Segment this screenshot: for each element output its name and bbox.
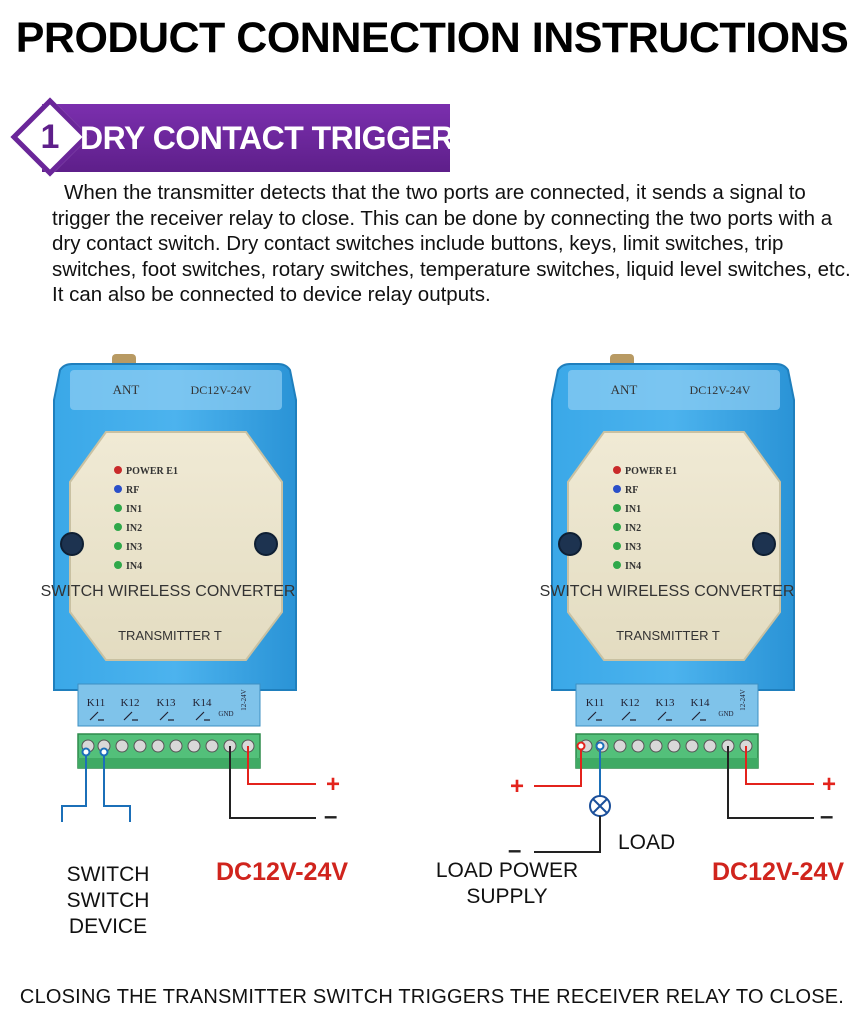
led-in1 bbox=[114, 504, 122, 512]
power-negative-wire bbox=[727, 746, 814, 819]
indicator-label: IN3 bbox=[126, 542, 142, 553]
screw-icon bbox=[254, 532, 278, 556]
connection-diagram: ANT DC12V-24V POWER E1 RF IN1 IN2 IN3 IN… bbox=[41, 354, 836, 864]
indicator-label: IN4 bbox=[126, 561, 142, 572]
power-positive-wire bbox=[745, 746, 814, 785]
indicator-label: IN4 bbox=[625, 561, 641, 572]
voltage-label-right: DC12V-24V bbox=[712, 858, 845, 886]
switch-wires bbox=[61, 752, 131, 822]
footer-note: CLOSING THE TRANSMITTER SWITCH TRIGGERS … bbox=[19, 986, 845, 1008]
load-icon-cross bbox=[592, 798, 608, 814]
minus-sign: – bbox=[324, 803, 337, 830]
load-positive-wire bbox=[534, 746, 582, 787]
minus-sign: – bbox=[820, 803, 833, 830]
terminal-label-strip bbox=[575, 683, 759, 727]
led-power bbox=[114, 466, 122, 474]
led-in4 bbox=[613, 561, 621, 569]
indicator-label: IN1 bbox=[625, 504, 641, 515]
terminal-label-strip bbox=[77, 683, 261, 727]
terminal-label: K13 bbox=[656, 697, 675, 709]
indicator-label: POWER E1 bbox=[625, 466, 677, 477]
terminal-label: 12-24V bbox=[240, 689, 248, 710]
plus-sign: + bbox=[822, 771, 836, 798]
load-power-supply-label: LOAD POWER SUPPLY bbox=[424, 858, 590, 910]
terminal-label: K11 bbox=[586, 697, 605, 709]
model-label: SWITCH WIRELESS CONVERTER bbox=[41, 583, 296, 600]
terminal-label: K14 bbox=[193, 697, 212, 709]
indicator-label: IN2 bbox=[126, 523, 142, 534]
device-type-label: TRANSMITTER T bbox=[118, 628, 222, 643]
led-in4 bbox=[114, 561, 122, 569]
section-title: DRY CONTACT TRIGGER bbox=[80, 120, 454, 156]
terminal-label: GND bbox=[718, 710, 733, 718]
power-negative-wire bbox=[229, 746, 316, 819]
led-in3 bbox=[613, 542, 621, 550]
indicator-label: IN2 bbox=[625, 523, 641, 534]
terminal-label: GND bbox=[218, 710, 233, 718]
ant-label: ANT bbox=[611, 382, 638, 397]
power-input-label: DC12V-24V bbox=[690, 383, 751, 397]
voltage-label-left: DC12V-24V bbox=[216, 858, 349, 886]
ant-label: ANT bbox=[113, 382, 140, 397]
screw-icon bbox=[558, 532, 582, 556]
led-rf bbox=[613, 485, 621, 493]
indicator-label: RF bbox=[625, 485, 638, 496]
device-type-label: TRANSMITTER T bbox=[616, 628, 720, 643]
terminal-label: K13 bbox=[157, 697, 176, 709]
led-in2 bbox=[114, 523, 122, 531]
supply-label-line2: SUPPLY bbox=[466, 885, 548, 908]
section-number: 1 bbox=[40, 118, 60, 156]
transmitter-device-right: ANT DC12V-24V POWER E1 RF IN1 IN2 IN3 IN… bbox=[540, 354, 795, 769]
load-label: LOAD bbox=[618, 831, 676, 854]
led-in1 bbox=[613, 504, 621, 512]
front-panel bbox=[69, 431, 283, 661]
led-power bbox=[613, 466, 621, 474]
terminal-label: K14 bbox=[691, 697, 710, 709]
power-positive-wire bbox=[247, 746, 316, 785]
power-input-label: DC12V-24V bbox=[191, 383, 252, 397]
indicator-label: POWER E1 bbox=[126, 466, 178, 477]
switch-label-line2: SWITCH DEVICE bbox=[66, 889, 150, 938]
screw-icon bbox=[752, 532, 776, 556]
switch-device-label: SWITCH SWITCH DEVICE bbox=[28, 862, 188, 940]
model-label: SWITCH WIRELESS CONVERTER bbox=[540, 583, 795, 600]
indicator-label: IN1 bbox=[126, 504, 142, 515]
plus-sign: + bbox=[326, 771, 340, 798]
minus-sign: – bbox=[508, 837, 521, 864]
terminal-label: K12 bbox=[621, 697, 640, 709]
supply-label-line1: LOAD POWER bbox=[435, 859, 579, 882]
led-in3 bbox=[114, 542, 122, 550]
page-title: PRODUCT CONNECTION INSTRUCTIONS bbox=[15, 14, 849, 62]
terminal-label: K11 bbox=[87, 697, 106, 709]
indicator-label: RF bbox=[126, 485, 139, 496]
indicator-label: IN3 bbox=[625, 542, 641, 553]
section-banner bbox=[42, 104, 450, 172]
screw-icon bbox=[60, 532, 84, 556]
load-negative-wire bbox=[534, 816, 601, 853]
transmitter-device-left: ANT DC12V-24V POWER E1 RF IN1 IN2 IN3 IN… bbox=[41, 354, 297, 769]
led-rf bbox=[114, 485, 122, 493]
section-description: When the transmitter detects that the tw… bbox=[52, 181, 851, 306]
plus-sign: + bbox=[510, 773, 524, 800]
switch-label-line1: SWITCH bbox=[66, 863, 150, 886]
terminal-label: K12 bbox=[121, 697, 140, 709]
led-in2 bbox=[613, 523, 621, 531]
terminal-label: 12-24V bbox=[739, 689, 747, 710]
